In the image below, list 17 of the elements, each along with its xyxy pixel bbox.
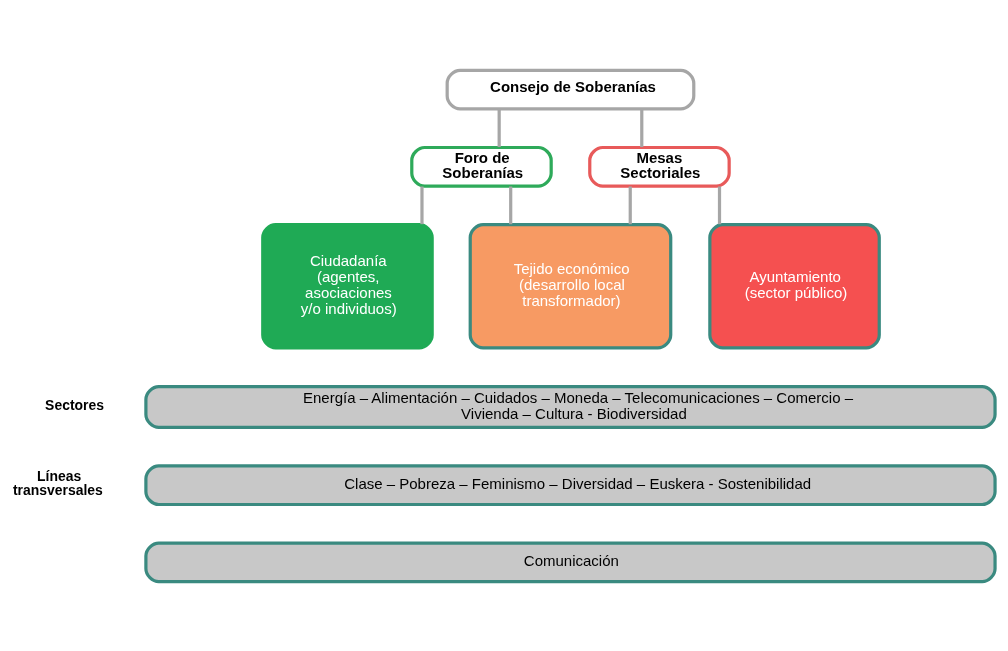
- node-label: Líneas transversales: [12, 467, 103, 498]
- node-box: Energía – Alimentación – Cuidados – Moneda – Telecomunicaciones – Comercio – Vivienda – Cultura - Biodiversidad: [144, 384, 997, 429]
- node-box: Mesas Sectoriales: [588, 145, 731, 188]
- connector: [497, 108, 501, 147]
- connector: [628, 186, 632, 224]
- node-box: Ciudadanía (agentes, asociaciones y/o individuos): [261, 222, 434, 350]
- node-box: Tejido económico (desarrollo local transformador): [468, 222, 673, 350]
- node-box: Clase – Pobreza – Feminismo – Diversidad – Euskera - Sostenibilidad: [144, 463, 997, 506]
- node-label: Sectores: [45, 396, 104, 413]
- node-box: Consejo de Soberanías: [445, 68, 696, 110]
- node-box: Comunicación: [144, 541, 997, 583]
- connector: [509, 186, 513, 224]
- connector: [717, 186, 722, 224]
- node-box: Ayuntamiento (sector público): [708, 222, 881, 350]
- connector: [420, 186, 424, 224]
- connector: [640, 108, 644, 147]
- node-box: Foro de Soberanías: [410, 145, 553, 188]
